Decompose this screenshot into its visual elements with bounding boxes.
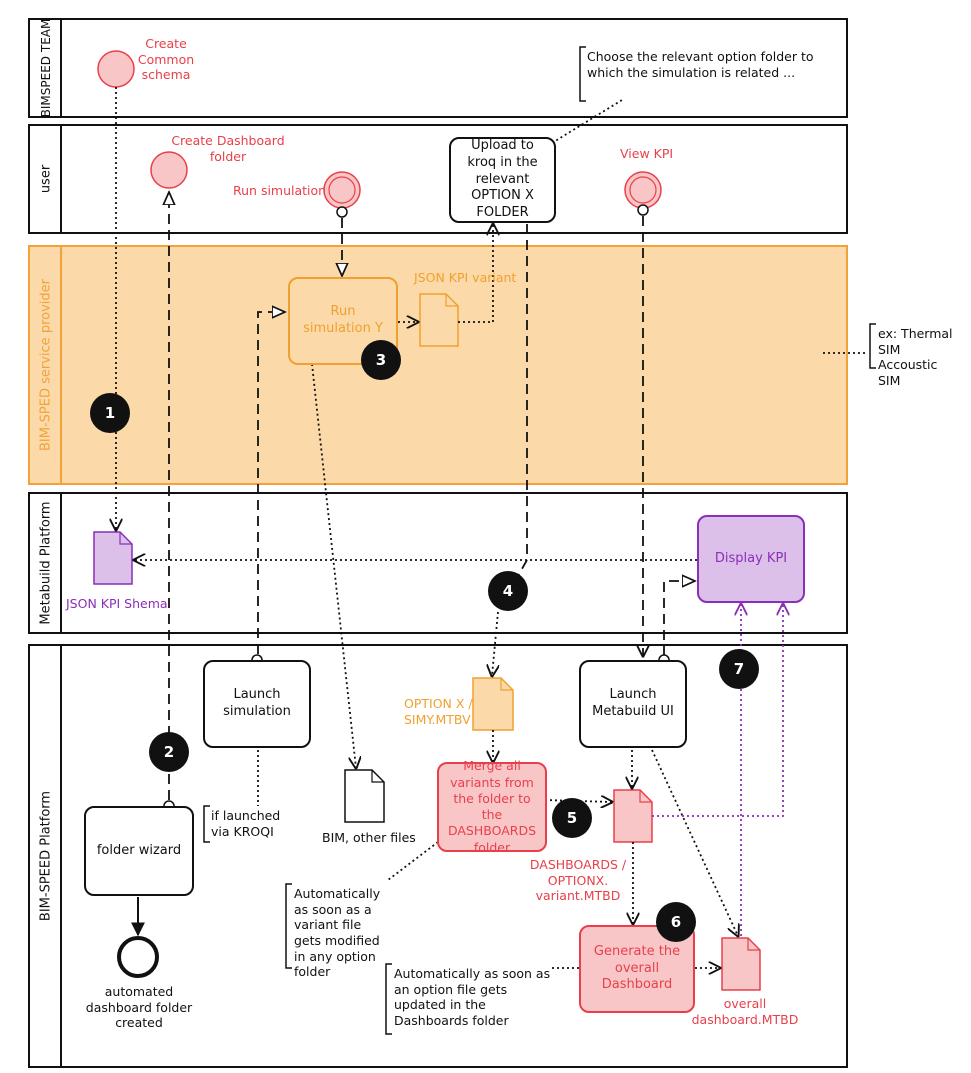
task-folder-wizard: folder wizard [84,806,194,896]
label-create-dashboard-folder: Create Dashboard folder [171,133,285,164]
task-run-simulation-y: Run simulation Y [288,277,398,365]
lane-header: Metabuild Platform [30,494,62,632]
step-badge-1: 1 [90,393,130,433]
task-merge-variants: Merge all variants from the folder to th… [437,758,547,855]
task-launch-simulation: Launch simulation [203,660,311,748]
lane-header: BIM-SPED service provider [30,247,62,483]
step-badge-3: 3 [361,340,401,380]
label-option-x-simy: OPTION X / SIMY.MTBV [404,696,473,727]
lane-header: BIM-SPEED Platform [30,646,62,1066]
doc-bim-other-files [344,769,385,823]
annotation-launched-via-kroqi: if launched via KROQI [211,808,281,839]
event-create-dashboard-folder [150,151,188,189]
annotation-auto-option: Automatically as soon as an option file … [394,966,551,1028]
doc-overall-dashboard [721,937,761,991]
label-json-kpi-variant: JSON KPI variant [414,270,517,285]
task-display-kpi: Display KPI [697,515,805,603]
step-badge-7: 7 [719,649,759,689]
step-badge-6: 6 [656,902,696,942]
step-badge-2: 2 [149,732,189,772]
label-overall-dashboard: overall dashboard.MTBD [691,996,799,1027]
lane-bimspeed-platform: BIM-SPEED Platform [28,644,848,1068]
task-upload-kroq: Upload to kroq in the relevant OPTION X … [449,137,556,223]
doc-json-kpi-variant [419,293,459,347]
doc-option-x-simy [472,677,514,731]
lane-header: user [30,126,62,232]
label-view-kpi: View KPI [620,146,674,161]
annotation-ex-sim: ex: Thermal SIM Accoustic SIM [878,326,953,388]
annotation-auto-variant: Automatically as soon as a variant file … [294,886,381,980]
lane-header: BIMSPEED TEAM [30,19,62,117]
event-automated-folder-created [117,936,159,978]
label-create-common-schema: Create Common schema [137,36,195,83]
label-bim-other-files: BIM, other files [322,830,416,845]
label-run-simulation: Run simulation [233,183,327,198]
lane-service-provider: BIM-SPED service provider [28,245,848,485]
annotation-choose-option-folder: Choose the relevant option folder to whi… [587,49,814,80]
label-automated-folder-created: automated dashboard folder created [85,984,193,1031]
doc-json-kpi-schema [93,531,133,585]
doc-dashboards-optionx [613,789,653,843]
step-badge-4: 4 [488,571,528,611]
label-dashboards-optionx: DASHBOARDS / OPTIONX. variant.MTBD [529,857,627,904]
label-json-kpi-schema: JSON KPI Shema [66,596,168,611]
step-badge-5: 5 [552,798,592,838]
lane-bimspeed-team: BIMSPEED TEAM [28,18,848,118]
task-launch-metabuild-ui: Launch Metabuild UI [579,660,687,748]
